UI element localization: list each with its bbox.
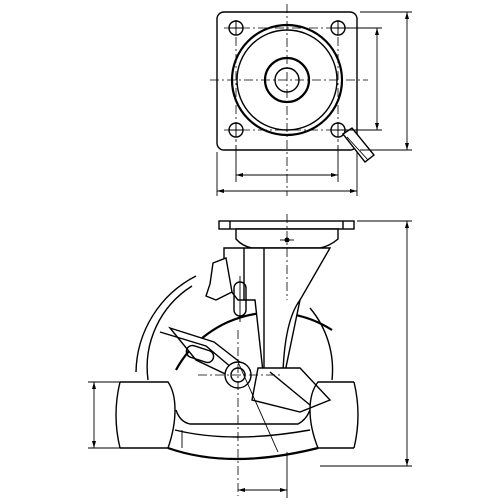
- top-view-horizontal-dimensions: [216, 145, 358, 196]
- wheel-arc-left: [146, 285, 193, 381]
- brake-lever-top-view: [341, 127, 375, 163]
- side-mount-plate: [218, 220, 355, 230]
- brake-pedal-upper: [205, 257, 233, 301]
- brake-slot: [185, 344, 215, 364]
- hub-left-cap: [120, 381, 176, 449]
- top-view: [210, 4, 412, 196]
- wheel-arc-right: [309, 307, 334, 381]
- side-view-height-dimension: [320, 220, 412, 467]
- side-view-wheel-width-dimension: [88, 381, 120, 449]
- side-view: [88, 214, 412, 498]
- wheel-bottom-arc: [167, 446, 319, 461]
- side-view-offset-dimension: [238, 452, 288, 498]
- top-view-vertical-dimensions: [345, 11, 412, 151]
